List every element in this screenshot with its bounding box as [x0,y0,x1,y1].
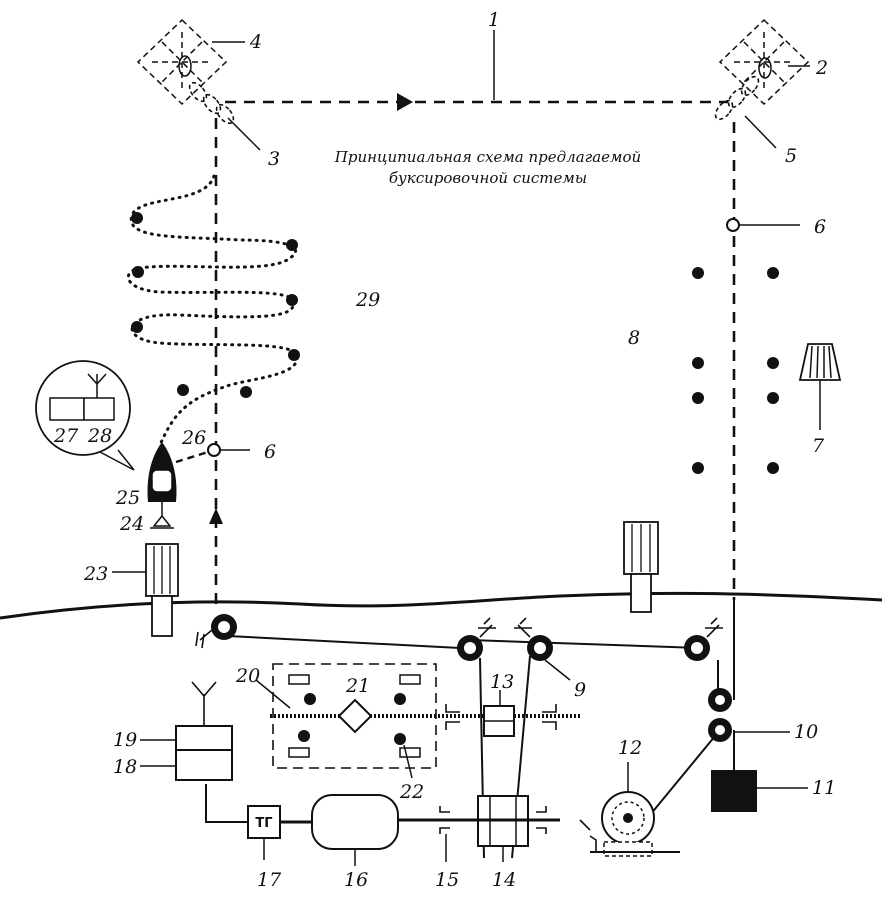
pulley-10 [708,688,732,742]
label-25: 25 [115,487,140,509]
label-20: 20 [235,665,260,687]
radio-unit-18-19 [175,681,233,781]
generator-label: ТГ [255,816,272,831]
pulley-9 [514,617,553,661]
callout-bubble [35,360,135,471]
label-14: 14 [492,869,516,891]
chain-3 [188,81,235,125]
pulley-right [684,617,723,661]
label-26: 26 [181,427,206,449]
label-18: 18 [113,756,137,778]
trawl-path-29 [127,174,300,447]
label-12: 12 [618,737,642,759]
label-23: 23 [83,563,108,585]
tow-cable [214,100,736,612]
direction-arrow-right [397,93,413,111]
motor-16 [280,794,399,850]
gearbox-14 [398,795,560,847]
center-pile [623,521,659,613]
caption-line-1: Принципиальная схема предлагаемой [334,148,641,166]
anchor-4 [136,18,228,106]
chain-5 [714,75,760,121]
label-2: 2 [815,57,828,79]
label-29: 29 [355,289,380,311]
anchor-2 [718,18,810,106]
label-1: 1 [488,9,500,31]
label-13: 13 [490,671,514,693]
object-7 [798,343,842,430]
label-27: 27 [53,425,79,447]
caption-line-2: буксировочной системы [389,169,587,187]
object-23 [145,543,179,637]
label-4: 4 [249,31,262,53]
control-unit [270,663,580,769]
buoy-6-right [726,218,800,232]
label-7: 7 [812,435,825,457]
label-16: 16 [344,869,368,891]
label-6-left: 6 [264,441,276,463]
boat-25 [147,442,209,529]
label-21: 21 [345,675,370,697]
ground-line [0,591,882,620]
label-10: 10 [794,721,818,743]
clutch-13 [445,704,557,737]
label-19: 19 [113,729,137,751]
label-15: 15 [435,869,459,891]
label-11: 11 [812,777,836,799]
counterweight-11 [711,770,757,812]
label-28: 28 [87,425,112,447]
label-17: 17 [257,869,282,891]
label-3: 3 [268,148,280,170]
pulley-center-left [457,617,496,661]
dot-field-8 [692,267,779,474]
label-22: 22 [399,781,424,803]
direction-arrow-up [209,508,223,524]
label-24: 24 [119,513,144,535]
pulley-left [195,614,237,649]
generator-17: ТГ [205,784,281,839]
label-9: 9 [574,679,586,701]
buoy-6-left [207,443,250,457]
label-5: 5 [785,145,797,167]
leader-lines [112,30,810,866]
label-6-right: 6 [814,216,826,238]
label-8: 8 [628,327,640,349]
winch-12 [579,791,680,857]
